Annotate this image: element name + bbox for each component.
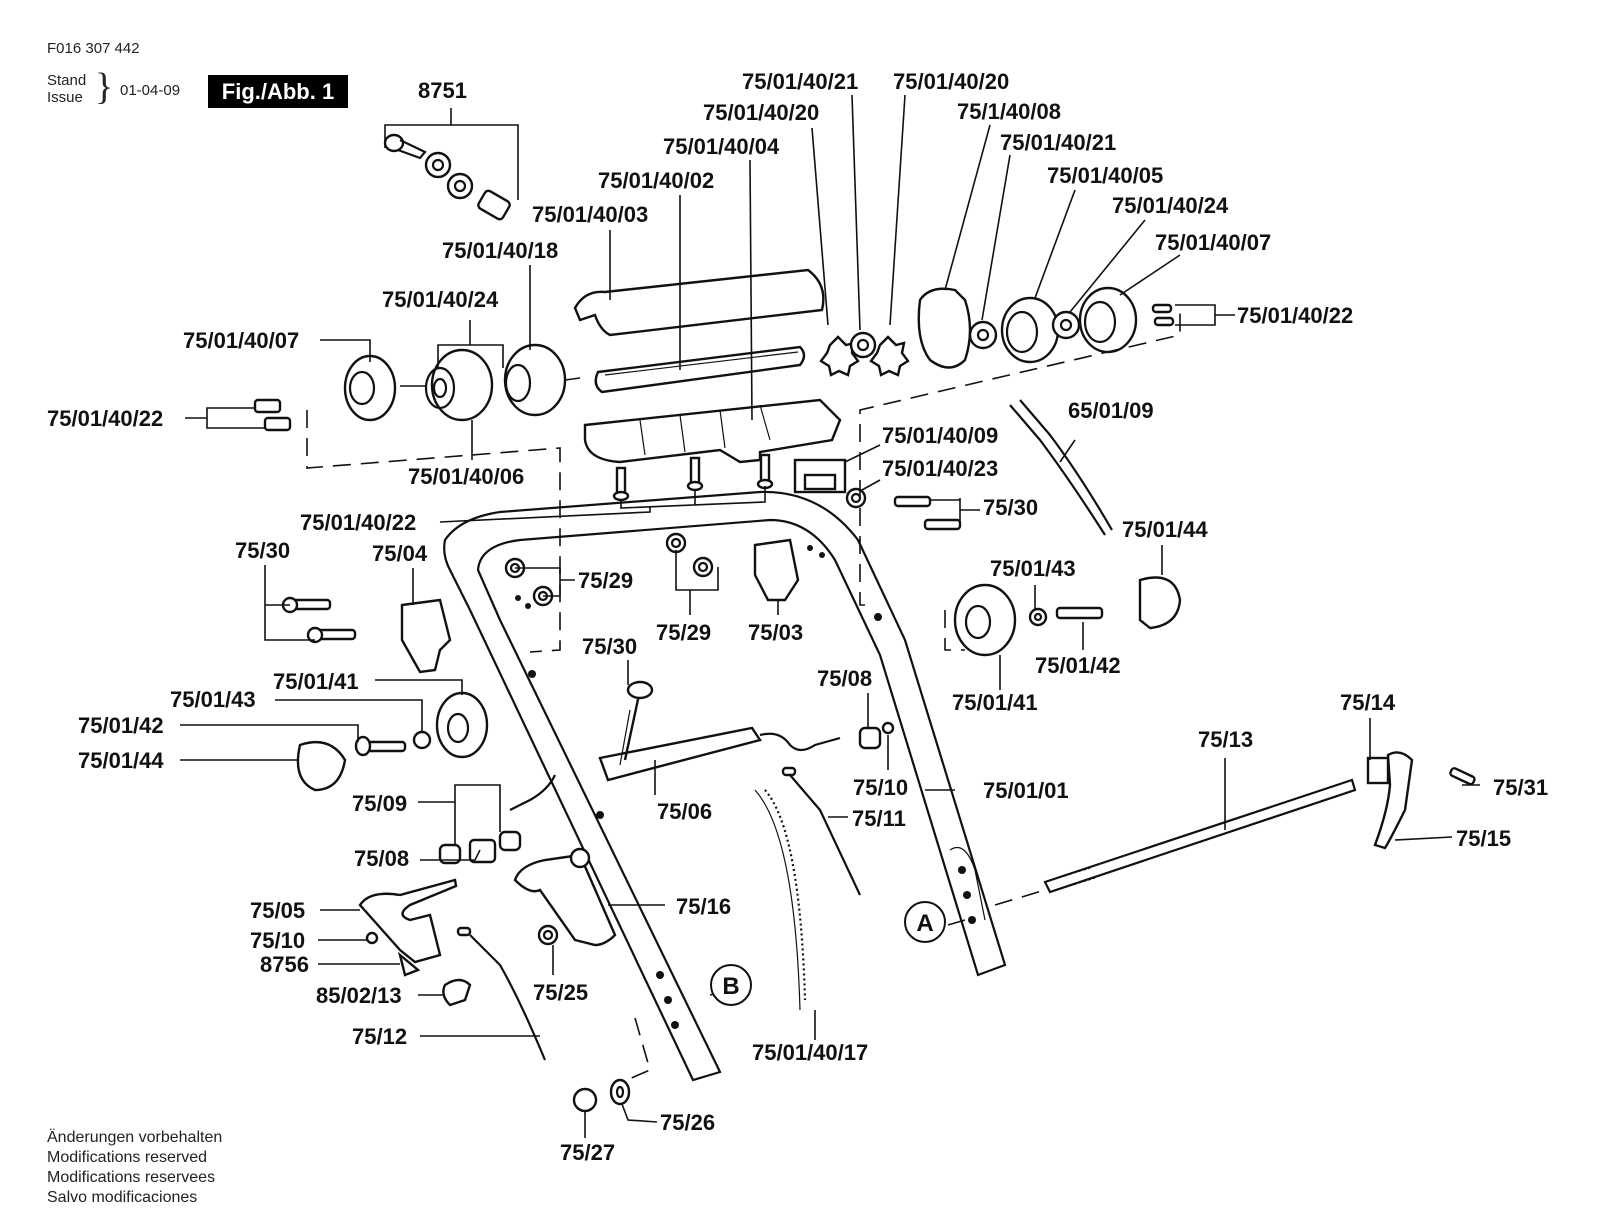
part-label: 85/02/13 [316, 983, 402, 1008]
part-label: 75/01/40/07 [1155, 230, 1271, 255]
stand-label: Stand [47, 72, 87, 89]
stand-issue-label: Stand Issue [47, 72, 86, 106]
clamp-75-08-right [858, 721, 895, 750]
bracket-75-16 [513, 847, 617, 947]
part-label: 75/01/40/07 [183, 328, 299, 353]
part-label: 75/30 [582, 634, 637, 659]
part-label: 75/16 [676, 894, 731, 919]
part-label: 75/01/42 [78, 713, 164, 738]
nut-washer-bottom [572, 1078, 631, 1113]
part-label: 75/01/41 [952, 690, 1038, 715]
svg-text:A: A [916, 910, 933, 937]
brace-glyph: } [95, 66, 114, 108]
screws-75-01-40-22 [439, 453, 774, 523]
part-label: 75/29 [656, 620, 711, 645]
part-label: 75/01/40/20 [893, 69, 1009, 94]
part-label: 65/01/09 [1068, 398, 1154, 423]
footer-notice: Änderungen vorbehalten Modifications res… [47, 1128, 222, 1208]
hardware-kit-8751 [383, 108, 519, 221]
part-label: 8751 [418, 78, 467, 103]
part-label: 75/01/40/03 [532, 202, 648, 227]
part-label: 75/01/43 [990, 556, 1076, 581]
part-label: 75/01/40/09 [882, 423, 998, 448]
part-label: 75/27 [560, 1140, 615, 1165]
part-label: 75/11 [852, 806, 906, 831]
right-roller-stack [819, 286, 1175, 377]
part-labels: 8751 75/01/40/21 75/01/40/20 75/01/40/20… [47, 69, 1548, 1165]
part-label: 75/01/40/21 [1000, 130, 1116, 155]
part-label: 75/30 [235, 538, 290, 563]
part-label: 75/26 [660, 1110, 715, 1135]
lever-75-15 [1366, 751, 1476, 850]
part-label: 75/08 [354, 846, 409, 871]
footer-line-en: Modifications reserved [47, 1149, 208, 1166]
part-label: 75/01/40/04 [663, 134, 780, 159]
clamp-parts [793, 458, 962, 531]
footer-line-es: Salvo modificaciones [47, 1189, 198, 1206]
left-knob-parts [296, 691, 489, 792]
part-label: 75/01/44 [78, 748, 164, 773]
part-label: 75/01/40/22 [1237, 303, 1353, 328]
part-label: 75/10 [250, 928, 305, 953]
footer-line-fr: Modifications reservees [47, 1169, 216, 1186]
footer-line-de: Änderungen vorbehalten [47, 1129, 223, 1146]
part-label: 75/01/40/22 [47, 406, 163, 431]
part-label: 75/01/43 [170, 687, 256, 712]
part-label: 75/30 [983, 495, 1038, 520]
part-label: 75/06 [657, 799, 712, 824]
callout-b: B [710, 964, 752, 1006]
part-label: 75/01/42 [1035, 653, 1121, 678]
figure-label: Fig./Abb. 1 [208, 75, 348, 108]
right-knob-parts [953, 576, 1182, 657]
document-code: F016 307 442 [47, 40, 140, 57]
left-roller-stack [253, 343, 581, 432]
part-label: 75/08 [817, 666, 872, 691]
leader-lines [180, 94, 1480, 1138]
part-label: 75/01/40/23 [882, 456, 998, 481]
part-label: 75/01/40/02 [598, 168, 714, 193]
part-label: 75/03 [748, 620, 803, 645]
issue-date: 01-04-09 [120, 82, 181, 99]
part-label: 75/01/40/17 [752, 1040, 868, 1065]
bracket-75-04 [281, 557, 554, 674]
part-label: 75/01/41 [273, 669, 359, 694]
rod-75-13 [1043, 778, 1357, 894]
bracket-75-03 [665, 532, 800, 602]
part-label: 75/01/40/22 [300, 510, 416, 535]
left-lever-parts [358, 774, 556, 1061]
part-label: 75/12 [352, 1024, 407, 1049]
part-label: 75/29 [578, 568, 633, 593]
part-label: 8756 [260, 952, 309, 977]
part-label: 75/01/40/18 [442, 238, 558, 263]
part-label: 75/1/40/08 [957, 99, 1061, 124]
part-label: 75/01/40/20 [703, 100, 819, 125]
part-label: 75/01/44 [1122, 517, 1208, 542]
svg-text:B: B [722, 973, 739, 1000]
part-label: 75/31 [1493, 775, 1548, 800]
issue-label: Issue [47, 89, 83, 106]
cables [754, 399, 1113, 1011]
part-label: 75/10 [853, 775, 908, 800]
part-label: 75/01/40/24 [382, 287, 499, 312]
part-label: 75/01/01 [983, 778, 1069, 803]
rod-75-06 [598, 680, 841, 782]
part-label: 75/01/40/05 [1047, 163, 1163, 188]
part-label: 75/14 [1340, 690, 1396, 715]
assembly-guides [306, 310, 1181, 1086]
part-label: 75/01/40/21 [742, 69, 858, 94]
part-label: 75/01/40/06 [408, 464, 524, 489]
part-label: 75/04 [372, 541, 428, 566]
part-label: 75/09 [352, 791, 407, 816]
callout-a: A [904, 901, 946, 943]
part-label: 75/15 [1456, 826, 1511, 851]
part-label: 75/25 [533, 980, 588, 1005]
part-label: 75/01/40/24 [1112, 193, 1229, 218]
part-label: 75/13 [1198, 727, 1253, 752]
cable-guide-housing [573, 268, 842, 464]
part-label: 75/05 [250, 898, 305, 923]
handle-frame [443, 490, 1007, 1082]
